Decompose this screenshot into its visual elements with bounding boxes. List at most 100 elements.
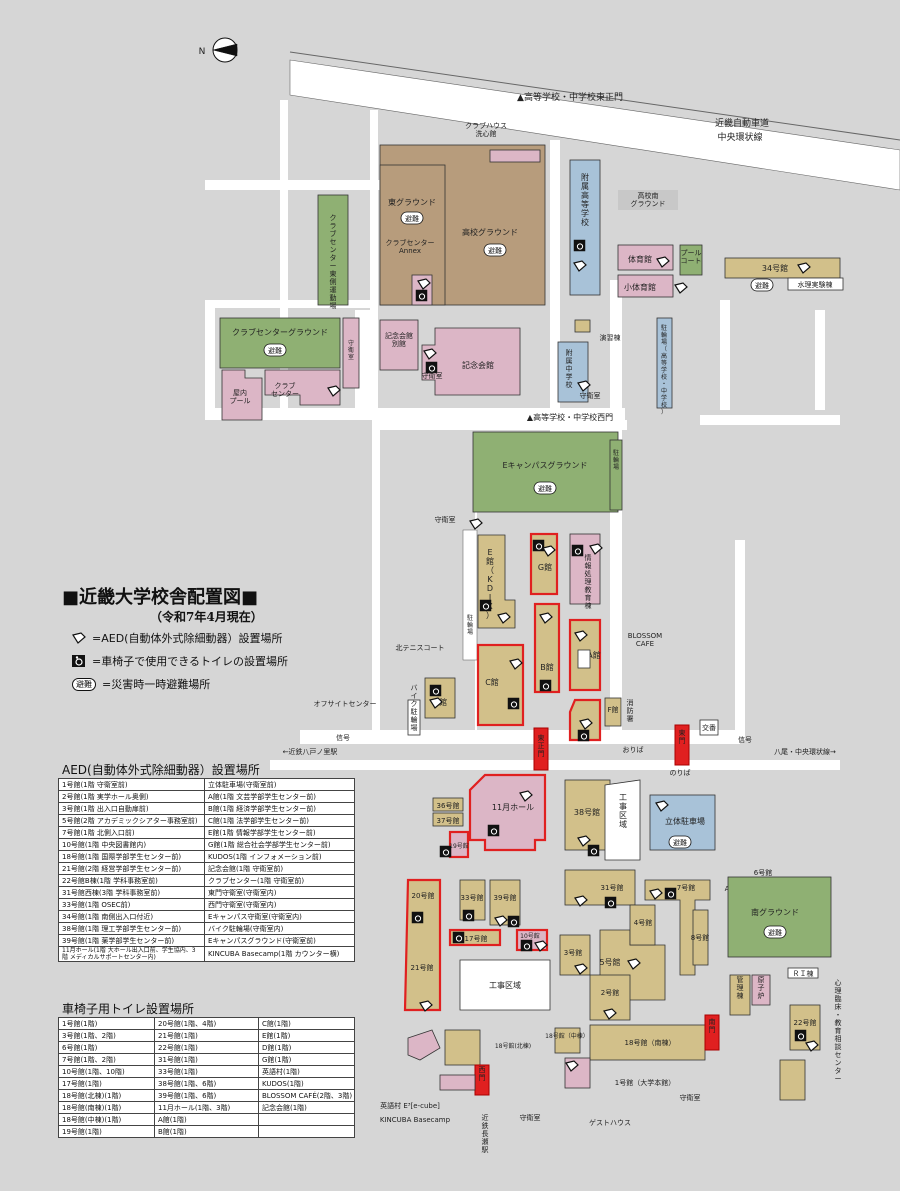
aed-table-cell: 21号館(2階 経営学部学生センター前) [58, 862, 205, 875]
label-bldg2: 2号館 [601, 988, 619, 997]
water-lab-bldg [787, 277, 844, 291]
wheelchair-icon [452, 931, 465, 944]
label-koji-east: 工事区域 [619, 793, 627, 829]
aed-icon [649, 888, 663, 900]
wheelchair-icon [418, 293, 426, 300]
label-bldg36: 36号館 [437, 801, 460, 810]
aed-table-cell: G館(1階 総合社会学部学生センター前) [204, 838, 355, 851]
wheelchair-icon [462, 909, 475, 922]
aed-table-wrap: 1号館(1階 守衛室前)立体駐車場(守衛室前)2号館(1階 実学ホール奥側)A館… [58, 778, 355, 962]
label-fire: 消防署 [627, 698, 634, 723]
toilet-table-cell: G館(1階) [258, 1053, 355, 1066]
aed-table-row: 18号館(1階 国際学部学生センター前)KUDOS(1階 インフォメーション前) [58, 850, 355, 863]
evacuation-badge-text: 避難 [673, 838, 687, 847]
toilet-table-cell: D館(1階) [258, 1041, 355, 1054]
aed-table-cell: B館(1階 経済学部学生センター前) [204, 802, 355, 815]
pool-court [679, 244, 703, 276]
south-gate [704, 1014, 720, 1051]
label-club-east-ground: クラブセンター東側運動場 [330, 214, 337, 310]
label-bldg18: 18号館（南棟） [625, 1038, 676, 1047]
toilet-table-cell [258, 1113, 355, 1126]
label-south-ground: 南グラウンド [751, 907, 799, 917]
label-to-yaenosato: ←近鉄八戸ノ里駅 [283, 747, 338, 756]
label-east-main-gate: 東正門 [538, 733, 545, 758]
road [205, 300, 215, 420]
label-indoor-pool: 屋内プール [230, 388, 251, 405]
evacuation-badge [750, 278, 774, 292]
evacuation-badge [763, 925, 787, 939]
label-kudos: 情報処理教育棟 [585, 553, 592, 610]
label-bldg38: 38号館 [574, 807, 600, 817]
e-bldg [477, 534, 516, 629]
toilet-table-cell: 39号館(1階、6階) [154, 1089, 259, 1102]
wheelchair-icon [465, 913, 473, 920]
label-bldg20: 20号館 [412, 891, 435, 900]
fuzoku-hs-bldg [569, 159, 601, 296]
aed-table-row: 22号館B棟(1階 学科事務室前)クラブセンター(1階 守衛室前) [58, 874, 355, 887]
aed-icon [655, 800, 669, 812]
label-hs-gate-west: ▲高等学校・中学校西門 [527, 412, 613, 422]
aed-table-header: AED(自動体外式除細動器）設置場所 [62, 763, 260, 777]
aed-table-cell: 33号館(1階 OSEC前) [58, 898, 205, 911]
road [205, 180, 380, 190]
label-c-bldg: C館 [485, 677, 499, 687]
label-kanri: 管理棟 [737, 975, 744, 1000]
aed-table-cell: C館(1階 法学部学生センター前) [204, 814, 355, 827]
evacuation-badge-text: 避難 [768, 928, 782, 937]
road [372, 420, 380, 730]
label-kinen: 記念会館 [462, 360, 494, 370]
label-bldg1: 1号館（大学本館） [615, 1078, 675, 1087]
label-bldg11: 11月ホール [492, 803, 534, 812]
aed-icon [589, 543, 603, 555]
aed-table-row: 3号館(1階 出入口自動扉前)B館(1階 経済学部学生センター前) [58, 802, 355, 815]
label-bldg17: 17号館 [465, 934, 488, 943]
toilet-table-row: 10号館(1階、10階)33号館(1階)英語村(1階) [58, 1065, 355, 1078]
wheelchair-icon [72, 655, 86, 667]
aed-icon [534, 940, 548, 952]
north-label: N [199, 47, 206, 57]
label-east-gate: 東門 [679, 728, 686, 745]
bldg4 [629, 904, 656, 946]
bldg8 [692, 909, 709, 966]
aed-table-cell: 34号館(1階 南側出入口付近) [58, 910, 205, 923]
evacuation-badge [533, 481, 557, 495]
e-bike-road [462, 529, 478, 661]
aed-table-cell: E館(1階 情報学部学生センター前) [204, 826, 355, 839]
wheelchair-icon [542, 683, 550, 690]
wheelchair-icon [574, 548, 582, 555]
label-eiken: 英語村 E³[e-cube] [380, 1101, 440, 1110]
road [735, 540, 745, 740]
bldg11 [468, 773, 547, 852]
label-club-center: クラブセンター [271, 381, 299, 398]
wheelchair-icon [479, 599, 492, 612]
wheelchair-icon [607, 900, 615, 907]
label-small-gym: 小体育館 [624, 282, 656, 292]
label-guard-club: 守衛室 [348, 339, 354, 361]
bike-d [407, 699, 421, 736]
road [815, 310, 825, 410]
label-fuzoku-hs: 附属高等学校 [581, 172, 589, 227]
aed-icon [494, 915, 508, 927]
wheelchair-icon [510, 919, 518, 926]
label-koban: 交番 [702, 723, 716, 732]
label-bldg34: 34号館 [762, 263, 788, 273]
label-hs-south-ground: 高校南グラウンド [631, 191, 666, 208]
wheelchair-icon [590, 848, 598, 855]
label-water-lab: 水理実験棟 [798, 280, 833, 289]
aed-icon [574, 963, 588, 975]
aed-table-cell: 39号館(1階 薬学部学生センター前) [58, 934, 205, 947]
label-club-ground: クラブセンターグラウンド [232, 327, 328, 337]
wheelchair-icon [442, 849, 450, 856]
toilet-table-cell: BLOSSOM CAFÉ(2階、3階) [258, 1089, 355, 1102]
aed-table-row: 31号館西棟(3階 学科事務室前)東門守衛室(守衛室内) [58, 886, 355, 899]
aed-table-row: 1号館(1階 守衛室前)立体駐車場(守衛室前) [58, 778, 355, 791]
label-south-gate: 南門 [709, 1017, 716, 1034]
label-f-bldg: F館 [607, 705, 618, 714]
aed-table-cell: 立体駐車場(守衛室前) [204, 778, 355, 791]
toilet-table-header: 車椅子用トイレ設置場所 [62, 1002, 195, 1016]
legend-evac-text: =災害時一時避難場所 [102, 678, 211, 691]
fuzoku-jhs-bldg [557, 341, 589, 403]
label-kincuba: KINCUBA Basecamp [380, 1116, 451, 1124]
label-hs-gate-east: ▲高等学校・中学校東正門 [517, 91, 623, 103]
label-guard-se: 守衛室 [680, 1093, 701, 1102]
